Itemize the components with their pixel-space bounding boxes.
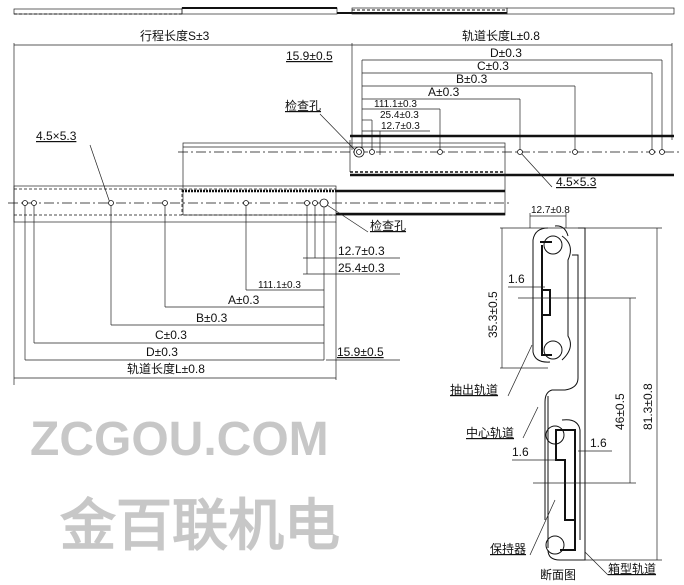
dim-c-top: C±0.3 xyxy=(477,59,509,73)
dim-111-bottom: 111.1±0.3 xyxy=(258,280,301,291)
offset-label-top: 15.9±0.5 xyxy=(286,49,333,63)
dim-b-top: B±0.3 xyxy=(456,72,488,86)
lower-rail xyxy=(8,185,512,223)
hole-size-label-left: 4.5×5.3 xyxy=(36,129,77,143)
section-width-label: 12.7±0.8 xyxy=(531,205,570,216)
dim-254-bottom: 25.4±0.3 xyxy=(338,261,385,275)
dim-c-bottom: C±0.3 xyxy=(155,328,187,342)
thickness-label-2: 1.6 xyxy=(590,436,607,450)
check-hole-label-bottom: 检查孔 xyxy=(370,218,406,233)
dim-127-top: 12.7±0.3 xyxy=(381,121,420,132)
thickness-label-1: 1.6 xyxy=(508,272,525,286)
dim-a-top: A±0.3 xyxy=(428,85,460,99)
pull-rail-label: 抽出轨道 xyxy=(450,383,498,397)
dim-d-top: D±0.3 xyxy=(490,46,522,60)
offset-label-bottom: 15.9±0.5 xyxy=(337,345,384,359)
total-height-label: 81.3±0.8 xyxy=(641,383,655,430)
center-rail-label: 中心轨道 xyxy=(466,425,514,440)
watermark-site: ZCGOU.COM xyxy=(30,413,329,466)
hole-size-label-right: 4.5×5.3 xyxy=(556,175,597,189)
box-rail-label: 箱型轨道 xyxy=(608,561,656,576)
dim-254-top: 25.4±0.3 xyxy=(380,110,419,121)
dim-127-bottom: 12.7±0.3 xyxy=(338,244,385,258)
upper-height-label: 35.3±0.5 xyxy=(486,291,500,338)
rail-length-label-bottom: 轨道长度L±0.8 xyxy=(127,361,205,376)
dim-111-top: 111.1±0.3 xyxy=(374,99,417,110)
dim-b-bottom: B±0.3 xyxy=(196,311,228,325)
dim-d-bottom: D±0.3 xyxy=(146,345,178,359)
dim-a-bottom: A±0.3 xyxy=(228,293,260,307)
top-view-strip xyxy=(13,7,675,15)
mid-height-label: 46±0.5 xyxy=(613,393,627,430)
bottom-dimensions: 检查孔 12.7±0.3 25.4±0.3 111.1±0.3 A±0.3 B±… xyxy=(14,204,406,380)
watermark: ZCGOU.COM 金百联机电 xyxy=(30,413,340,557)
retainer-label: 保持器 xyxy=(490,541,526,556)
top-dimensions: 行程长度S±3 轨道长度L±0.8 15.9±0.5 D±0.3 C±0.3 B… xyxy=(13,28,673,385)
thickness-label-3: 1.6 xyxy=(512,445,529,459)
watermark-brand: 金百联机电 xyxy=(59,494,340,557)
check-hole-label-top: 检查孔 xyxy=(285,98,321,113)
stroke-length-label: 行程长度S±3 xyxy=(140,28,210,43)
rail-length-label-top: 轨道长度L±0.8 xyxy=(462,28,540,43)
cross-section: 12.7±0.8 35.3±0.5 46±0.5 81.3±0.8 1.6 1.… xyxy=(450,205,662,582)
section-title: 断面图 xyxy=(540,567,576,582)
check-hole-icon xyxy=(319,198,329,208)
